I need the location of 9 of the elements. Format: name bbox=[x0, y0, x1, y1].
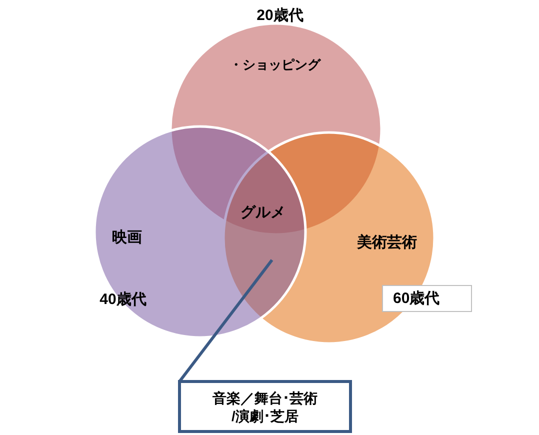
age-label: 40歳代 bbox=[100, 292, 146, 308]
center-label: グルメ bbox=[240, 204, 286, 222]
category-label: 美術芸術 bbox=[357, 234, 417, 252]
category-label: ・ショッピング bbox=[230, 58, 320, 72]
category-label: 映画 bbox=[112, 230, 142, 246]
age-label: 20歳代 bbox=[256, 8, 304, 24]
age-label-box: 60歳代 bbox=[382, 285, 472, 312]
callout-box: 音楽／舞台･芸術/演劇･芝居 bbox=[178, 380, 352, 433]
leader-line bbox=[178, 259, 274, 382]
